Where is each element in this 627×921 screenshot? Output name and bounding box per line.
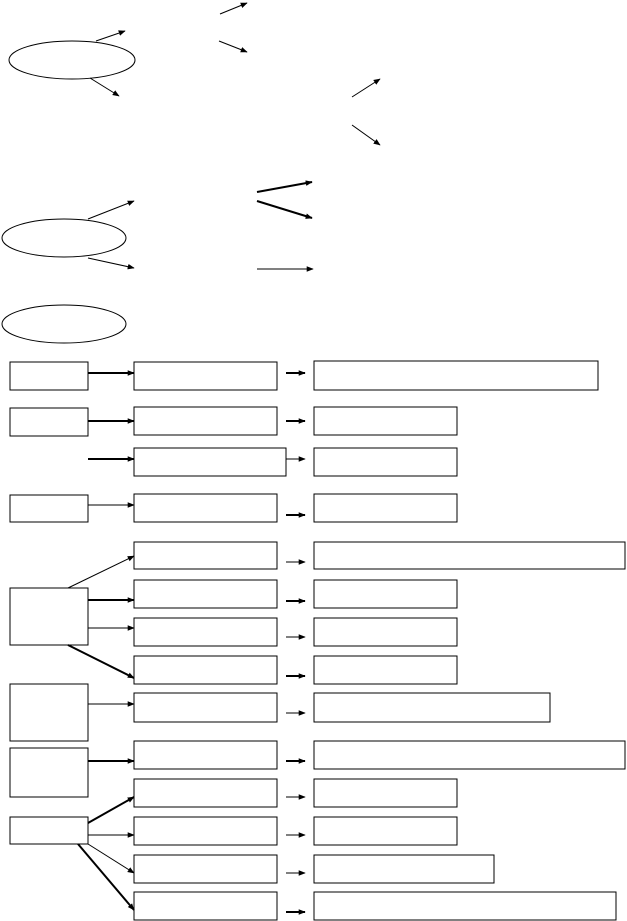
middle-box-1 [133,361,278,391]
right-column [313,360,626,921]
arrow-l7-m11 [87,796,135,824]
middle-column [133,361,287,921]
middle-box-11 [133,778,278,808]
left-box-6 [9,747,89,798]
middle-box-6 [133,579,278,609]
ellipse-node-2 [1,218,127,258]
left-box-2 [9,407,89,437]
left-to-middle-arrows [67,370,135,911]
arrow-r-lower [256,200,313,219]
right-box-13 [313,854,495,884]
middle-box-5 [133,541,278,570]
right-box-8 [313,655,458,685]
right-box-4 [313,493,458,523]
ellipse-node-3 [1,304,127,344]
arrow-top-lower [218,40,248,53]
arrow-r-upper [256,180,313,193]
middle-box-7 [133,617,278,647]
right-box-10 [313,740,626,770]
right-box-1 [313,360,599,391]
left-box-5 [9,683,89,742]
right-box-7 [313,617,458,647]
arrow-l7-m13 [87,843,135,874]
arrow-top-upper [219,2,248,15]
middle-box-13 [133,854,278,884]
right-box-11 [313,778,458,808]
middle-box-2 [133,406,278,436]
arrow-l4-m5 [67,555,135,589]
middle-box-10 [133,740,278,770]
middle-box-9 [133,692,278,723]
arrow-l4-m8 [67,644,135,679]
left-box-3 [9,494,89,523]
left-box-4 [9,587,89,646]
arrow-e1-down [89,77,120,97]
arrow-mid-up [351,78,381,98]
ellipse-node-1 [8,40,136,80]
right-box-12 [313,816,458,846]
middle-box-3 [133,447,287,477]
arrow-l7-m14 [77,843,135,911]
left-box-7 [9,816,89,845]
right-box-3 [313,447,458,477]
right-box-2 [313,406,458,436]
right-box-9 [313,692,551,723]
middle-to-right-arrows [286,370,306,915]
right-box-14 [313,891,617,921]
left-box-1 [9,361,89,391]
middle-box-8 [133,655,278,685]
arrow-e2-up [87,200,135,220]
left-column [9,361,89,845]
right-box-5 [313,541,626,570]
arrow-e2-down [87,257,135,270]
middle-box-4 [133,493,278,523]
middle-box-14 [133,891,278,921]
middle-box-12 [133,816,278,846]
right-box-6 [313,579,458,609]
arrow-e1-up [95,30,126,42]
arrow-mid-down [351,124,381,146]
